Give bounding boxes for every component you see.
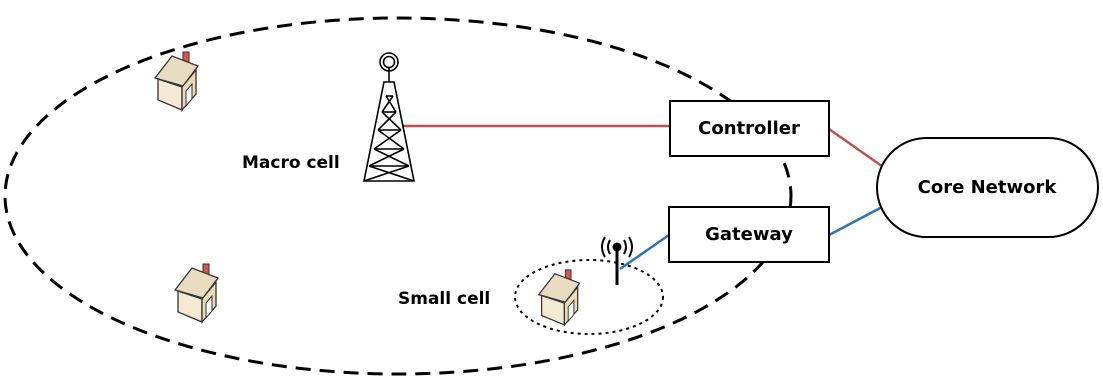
controller-node: Controller xyxy=(669,100,830,157)
gateway-to-core-link xyxy=(828,204,885,237)
house-icon xyxy=(154,51,199,111)
gateway-node: Gateway xyxy=(668,206,830,263)
core-network-node: Core Network xyxy=(876,137,1099,238)
controller-label: Controller xyxy=(698,118,800,139)
macro-tower-icon xyxy=(363,52,415,182)
core-network-label: Core Network xyxy=(918,177,1058,198)
small-cell-to-gateway-link xyxy=(619,233,670,271)
small-cell-antenna-icon xyxy=(601,236,633,285)
small-cell-label: Small cell xyxy=(398,289,490,309)
gateway-label: Gateway xyxy=(705,224,793,245)
macro-cell-label: Macro cell xyxy=(242,153,340,173)
macro-cell-coverage-area xyxy=(3,16,793,376)
house-icon xyxy=(174,263,219,323)
controller-to-core-link xyxy=(828,127,887,171)
house-icon xyxy=(538,269,581,326)
small-cell-coverage-area xyxy=(514,259,664,335)
